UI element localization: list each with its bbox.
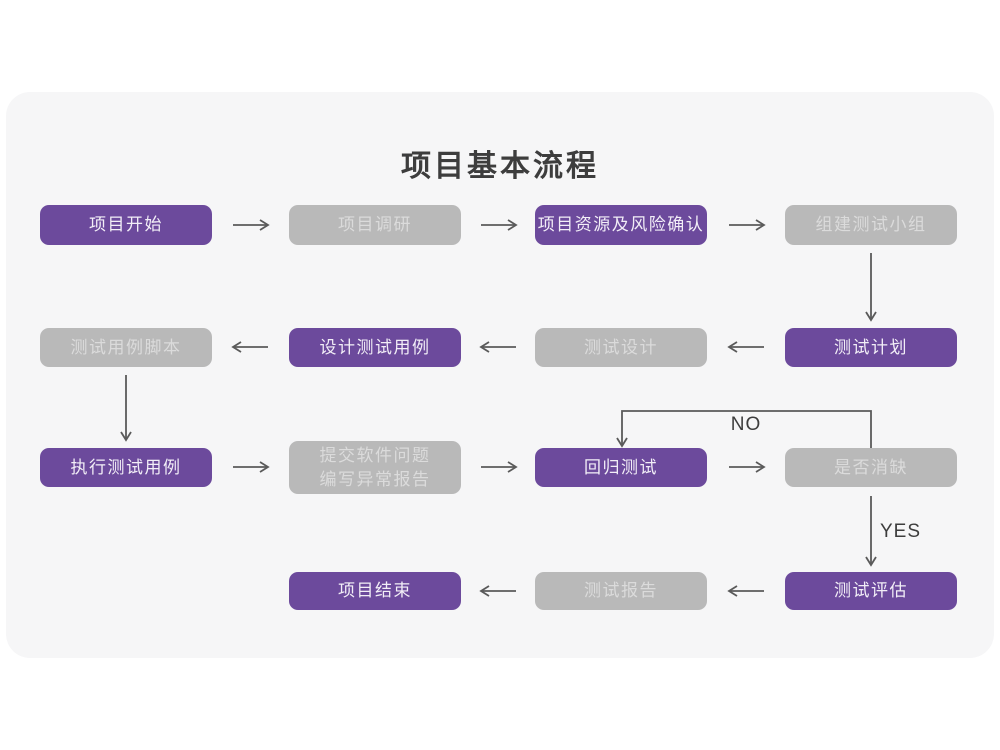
- flow-node-test-report: 测试报告: [535, 572, 707, 610]
- flow-node-design-test-cases: 设计测试用例: [289, 328, 461, 367]
- flow-node-build-test-team: 组建测试小组: [785, 205, 957, 245]
- flow-node-regression-test: 回归测试: [535, 448, 707, 487]
- branch-label-yes: YES: [880, 521, 922, 542]
- flow-node-test-plan: 测试计划: [785, 328, 957, 367]
- flow-node-test-case-scripts: 测试用例脚本: [40, 328, 212, 367]
- branch-label-no: NO: [730, 414, 762, 435]
- flow-node-project-resources-risk: 项目资源及风险确认: [535, 205, 707, 245]
- flow-node-test-evaluation: 测试评估: [785, 572, 957, 610]
- page-title: 项目基本流程: [401, 150, 599, 183]
- flowchart-card: [6, 92, 994, 658]
- flow-node-submit-issues-report: 提交软件问题 编写异常报告: [289, 441, 461, 494]
- flow-node-defect-resolved: 是否消缺: [785, 448, 957, 487]
- flow-node-test-design: 测试设计: [535, 328, 707, 367]
- flow-node-project-research: 项目调研: [289, 205, 461, 245]
- flow-node-project-start: 项目开始: [40, 205, 212, 245]
- flow-node-project-end: 项目结束: [289, 572, 461, 610]
- flow-node-execute-test-cases: 执行测试用例: [40, 448, 212, 487]
